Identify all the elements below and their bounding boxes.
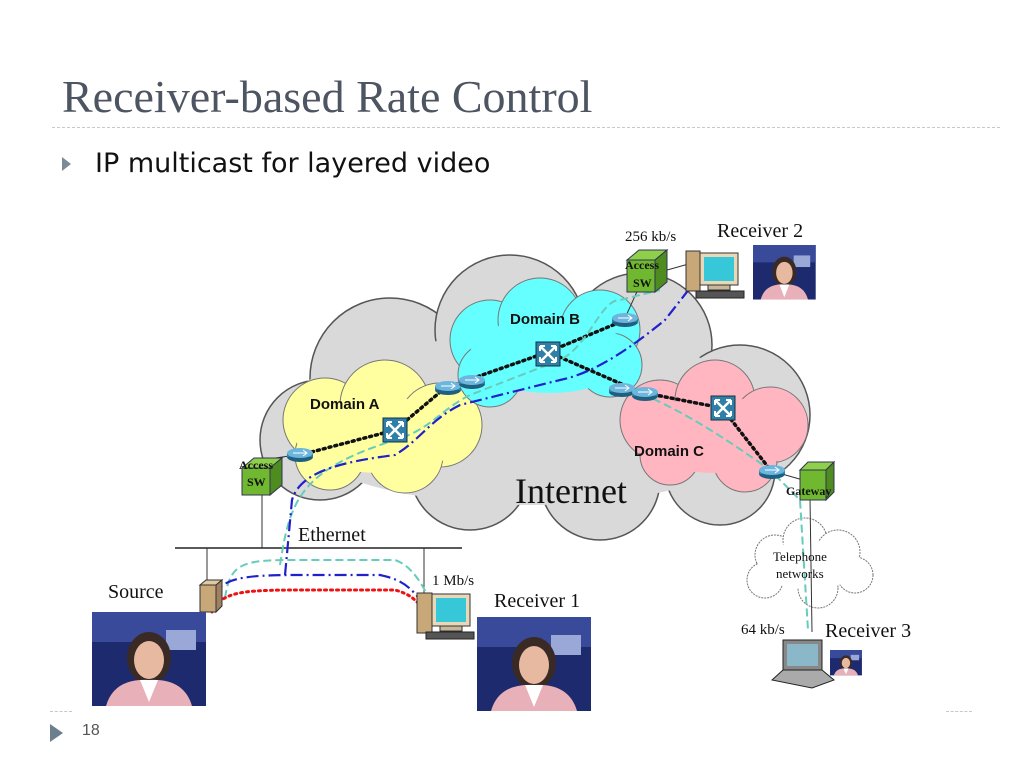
receiver-2-label: Receiver 2 <box>717 220 803 242</box>
switch-icon <box>381 416 409 444</box>
slide-marker-icon <box>50 724 63 742</box>
footer-divider-left <box>50 711 72 712</box>
receiver-3-laptop-icon <box>770 639 835 689</box>
router-icon <box>611 312 639 328</box>
domain-b-label: Domain B <box>510 311 580 328</box>
receiver-3-label: Receiver 3 <box>825 620 911 642</box>
receiver-2-computer-icon <box>685 250 745 299</box>
source-computer-icon <box>198 578 224 614</box>
access-switch-right-icon <box>625 248 669 294</box>
gateway-label: Gateway <box>786 484 831 498</box>
router-icon <box>458 374 486 390</box>
receiver-2-video-thumbnail <box>753 245 816 300</box>
domain-a-cloud <box>282 359 483 494</box>
access-switch-left-icon <box>240 456 284 497</box>
receiver-1-video-thumbnail <box>477 617 591 711</box>
receiver-1-label: Receiver 1 <box>494 590 580 612</box>
telephone-label-line1: Telephone <box>773 549 827 564</box>
receiver-1-computer-icon <box>416 592 475 640</box>
router-icon <box>758 464 786 480</box>
access-sw-right-label-line2: SW <box>633 276 652 290</box>
triangle-bullet-icon <box>62 156 71 171</box>
source-video-thumbnail <box>92 612 206 706</box>
slide-title: Receiver-based Rate Control <box>62 71 593 122</box>
source-label: Source <box>108 581 164 603</box>
switch-icon <box>709 394 737 422</box>
ethernet-label: Ethernet <box>298 524 366 546</box>
telephone-cloud <box>746 517 874 609</box>
stream-red-path <box>210 588 426 614</box>
domain-c-label: Domain C <box>634 443 704 460</box>
router-icon <box>434 380 462 396</box>
internet-label: Internet <box>515 471 627 511</box>
access-sw-left-label-line2: SW <box>247 475 266 489</box>
router-icon <box>631 386 659 402</box>
domain-a-label: Domain A <box>310 396 380 413</box>
router-icon <box>286 447 314 463</box>
access-sw-right-label-line1: Access <box>625 258 659 272</box>
title-divider <box>52 127 1000 128</box>
rate-64kbs-label: 64 kb/s <box>741 622 785 638</box>
rate-1mbs-label: 1 Mb/s <box>432 573 474 589</box>
receiver-3-video-thumbnail <box>830 650 862 676</box>
footer-divider-right <box>946 711 972 712</box>
page-number: 18 <box>82 722 100 739</box>
switch-icon <box>534 340 562 368</box>
router-icon <box>608 382 636 398</box>
bullet-item: IP multicast for layered video <box>62 148 490 179</box>
bullet-text: IP multicast for layered video <box>95 148 491 179</box>
gateway-icon <box>798 460 836 502</box>
rate-256kbs-label: 256 kb/s <box>625 229 676 245</box>
telephone-label-line2: networks <box>776 566 824 581</box>
access-sw-left-label-line1: Access <box>239 458 273 472</box>
